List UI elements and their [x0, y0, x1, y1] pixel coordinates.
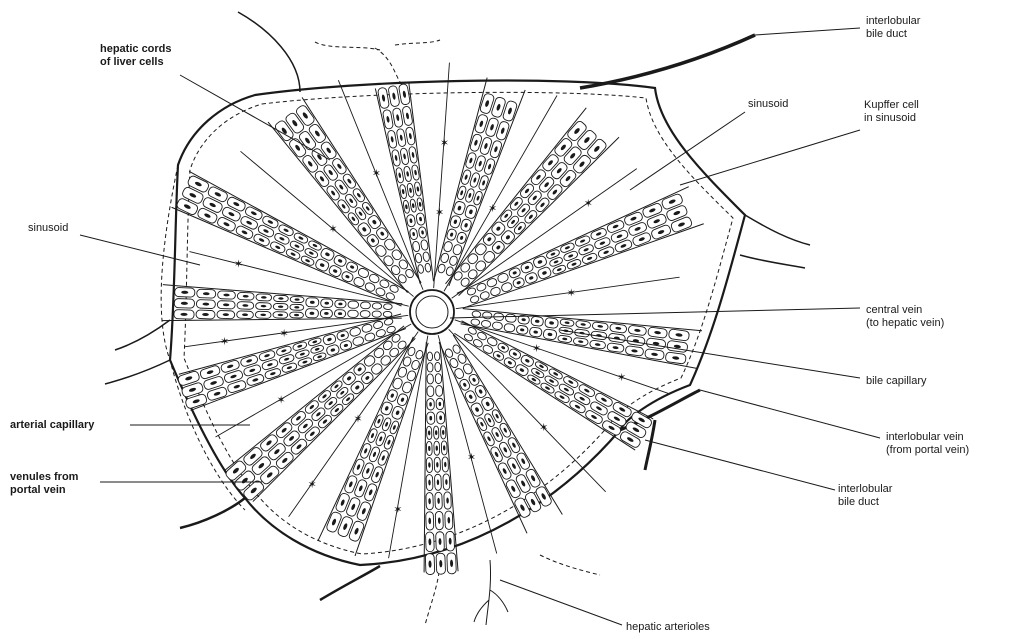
label-interlobular-bile-duct-bottom: interlobularbile duct — [838, 483, 893, 508]
kupffer-cell-mark: ✶ — [539, 422, 548, 434]
portal-tissue-bottom-left — [180, 498, 245, 528]
liver-cell — [436, 385, 443, 396]
label-interlobular-bile-duct-top: interlobularbile duct — [866, 15, 921, 40]
liver-cell — [492, 322, 503, 330]
label-hepatic-arterioles: hepatic arterioles — [626, 621, 710, 633]
liver-cell — [417, 264, 424, 273]
liver-cell — [360, 302, 370, 309]
liver-cell — [427, 374, 434, 384]
liver-cell — [481, 320, 491, 328]
kupffer-cell-mark: ✶ — [308, 479, 317, 491]
leader-sinusoid-left — [80, 235, 200, 265]
leader-interlobular-vein — [700, 390, 880, 438]
portal-tissue-right — [740, 215, 810, 268]
label-arterial-capillary: arterial capillary — [10, 419, 95, 431]
label-sinusoid-top: sinusoid — [748, 98, 788, 110]
kupffer-cell-mark: ✶ — [567, 288, 576, 300]
leader-sinusoid-top — [630, 112, 745, 190]
portal-tissue-bottom — [320, 566, 380, 600]
liver-cell — [383, 304, 392, 310]
portal-tissue-top-left — [238, 12, 300, 92]
kupffer-cell-mark: ✶ — [488, 203, 497, 215]
kupffer-cell-mark: ✶ — [276, 395, 285, 407]
interlobular-bile-duct-top-line — [580, 35, 755, 88]
kupffer-cell-mark: ✶ — [467, 452, 476, 464]
kupffer-cell-mark: ✶ — [393, 504, 402, 516]
label-venules: venules fromportal vein — [10, 471, 79, 496]
liver-cell — [372, 311, 381, 317]
hepatic-arteriole-branches — [474, 560, 508, 625]
liver-cell — [437, 263, 446, 273]
liver-cell — [348, 301, 359, 309]
liver-cell — [427, 386, 434, 397]
liver-cell — [420, 239, 428, 250]
label-bile-capillary: bile capillary — [866, 375, 927, 387]
liver-cell — [423, 252, 430, 262]
liver-cell — [443, 241, 454, 253]
liver-cell — [360, 310, 370, 317]
liver-cell — [348, 310, 359, 318]
liver-cell — [505, 314, 517, 323]
liver-cell — [434, 352, 440, 361]
sinusoid-line — [389, 336, 428, 559]
liver-cell — [427, 363, 433, 372]
liver-cell — [440, 252, 450, 263]
leader-hepatic-arterioles — [500, 580, 622, 625]
leader-bile-duct-top — [755, 28, 860, 35]
central-vein — [410, 290, 454, 334]
kupffer-cell-mark: ✶ — [234, 259, 243, 271]
label-hepatic-cords: hepatic cordsof liver cells — [100, 43, 172, 68]
liver-cell — [425, 263, 432, 272]
kupffer-cell-mark: ✶ — [435, 207, 444, 219]
kupffer-cell-mark: ✶ — [353, 413, 362, 425]
liver-cell — [435, 374, 442, 384]
kupffer-cell-mark: ✶ — [279, 328, 288, 340]
kupffer-cell-mark: ✶ — [328, 223, 337, 235]
kupffer-cell-mark: ✶ — [584, 198, 593, 210]
portal-tissue-top-dashed — [315, 40, 440, 88]
kupffer-cell-mark: ✶ — [372, 168, 381, 180]
liver-cell — [471, 319, 480, 326]
liver-cell — [427, 352, 433, 361]
label-sinusoid-left: sinusoid — [28, 222, 68, 234]
leader-bile-duct-bottom — [645, 440, 835, 490]
liver-cell — [372, 303, 381, 309]
hepatic-plate — [416, 341, 458, 574]
liver-cell — [435, 362, 441, 371]
label-kupffer-cell: Kupffer cellin sinusoid — [864, 99, 919, 124]
label-central-vein: central vein(to hepatic vein) — [866, 304, 944, 329]
lobule-dashed-margin — [184, 92, 733, 554]
liver-cell — [415, 253, 422, 263]
liver-cell — [412, 241, 420, 252]
liver-cell — [504, 323, 516, 332]
kupffer-cell-mark: ✶ — [220, 336, 229, 348]
liver-cell — [383, 311, 392, 317]
liver-cell — [482, 312, 492, 320]
kupffer-cell-mark: ✶ — [532, 343, 541, 355]
portal-tissue-left — [105, 320, 170, 384]
label-interlobular-vein: interlobular vein(from portal vein) — [886, 431, 969, 456]
kupffer-cell-mark: ✶ — [617, 372, 626, 384]
liver-cell — [472, 311, 481, 318]
kupffer-cell-mark: ✶ — [440, 137, 449, 149]
